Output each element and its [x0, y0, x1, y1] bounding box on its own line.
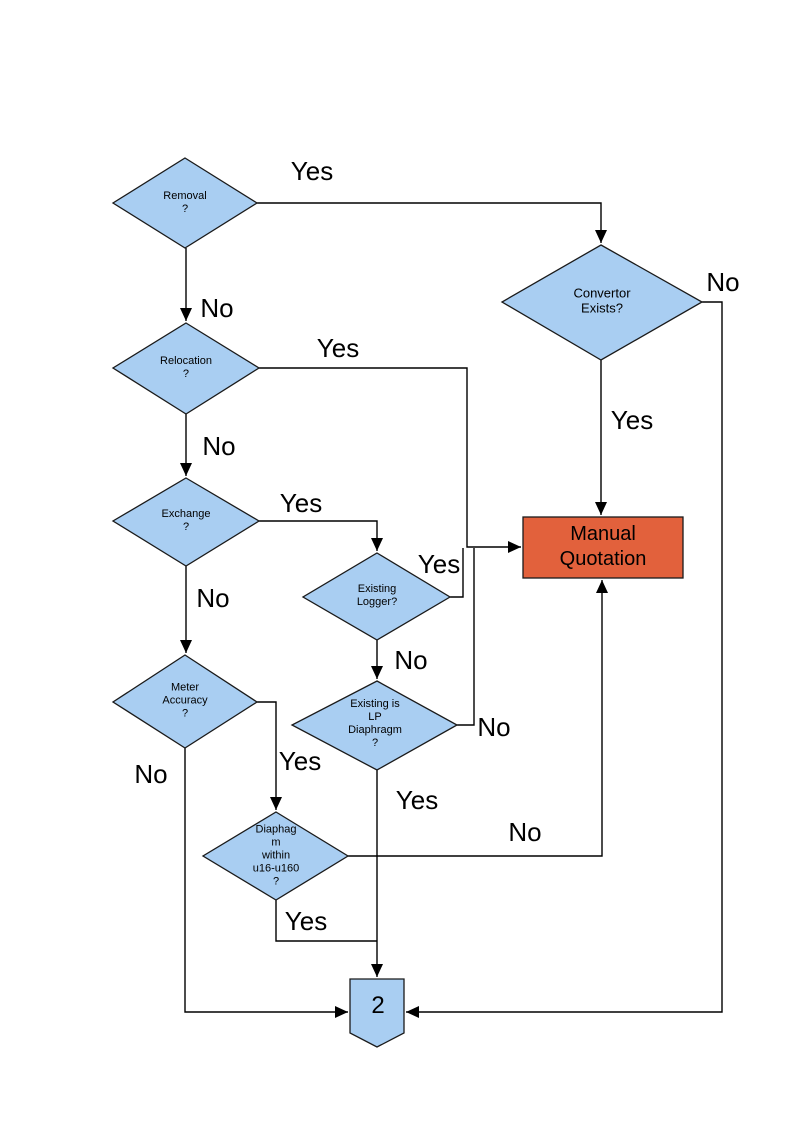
- edge-meter-yes-line: [257, 701, 282, 810]
- relocation-decision-shape: [111, 322, 261, 415]
- relocation-decision-label: Relocation ?: [160, 355, 212, 380]
- offpage-connector-2-label: 2: [371, 991, 385, 1019]
- meter-accuracy-decision-label: Meter Accuracy ?: [162, 681, 208, 720]
- diaphragm-no-label: No: [508, 817, 542, 847]
- convertor-no-label: No: [706, 267, 740, 297]
- convertor-exists-decision-label: Convertor Exists?: [573, 285, 631, 316]
- logger-yes-label: Yes: [417, 549, 461, 579]
- edge-removal-yes-line: [257, 202, 607, 243]
- edge-convertor-no-line: [406, 301, 723, 1018]
- lp-no-label: No: [477, 712, 511, 742]
- relocation-no-label: No: [202, 431, 236, 461]
- meter-no-label: No: [134, 759, 168, 789]
- logger-no-label: No: [394, 645, 428, 675]
- existing-lp-diaphragm-decision-label: Existing is LP Diaphragm ?: [348, 698, 402, 749]
- lp-yes-label: Yes: [395, 785, 439, 815]
- diaphragm-range-decision-label: Diaphag m within u16-u160 ?: [252, 823, 300, 888]
- removal-decision-shape: [111, 157, 259, 249]
- manual-quotation-label: Manual Quotation: [559, 523, 647, 570]
- removal-yes-label: Yes: [290, 156, 334, 186]
- edge-relocation-yes-line: [259, 367, 521, 553]
- manual-quotation-process-shape: [522, 516, 684, 579]
- diaphragm-range-decision-shape: [201, 811, 350, 901]
- existing-logger-decision-shape: [301, 552, 452, 641]
- removal-no-label: No: [200, 293, 234, 323]
- exchange-no-label: No: [196, 583, 230, 613]
- offpage-connector-2-shape: [349, 978, 405, 1048]
- edge-diaphragm-yes-line: [275, 900, 377, 942]
- exchange-yes-label: Yes: [279, 488, 323, 518]
- convertor-exists-decision-shape: [500, 244, 704, 361]
- edge-diaphragm-no-line: [348, 580, 608, 857]
- exchange-decision-shape: [111, 477, 261, 567]
- diaphragm-yes-label: Yes: [284, 906, 328, 936]
- existing-logger-decision-label: Existing Logger?: [356, 583, 398, 608]
- existing-lp-diaphragm-decision-shape: [290, 680, 459, 771]
- edge-lp-no-line: [457, 548, 475, 726]
- relocation-yes-label: Yes: [316, 333, 360, 363]
- convertor-yes-label: Yes: [610, 405, 654, 435]
- exchange-decision-label: Exchange ?: [161, 508, 211, 533]
- meter-yes-label: Yes: [278, 746, 322, 776]
- edge-meter-no-line: [184, 748, 348, 1018]
- edge-logger-yes-line: [450, 548, 464, 598]
- edge-exchange-yes-line: [259, 520, 383, 551]
- removal-decision-label: Removal ?: [163, 190, 207, 215]
- meter-accuracy-decision-shape: [111, 654, 259, 749]
